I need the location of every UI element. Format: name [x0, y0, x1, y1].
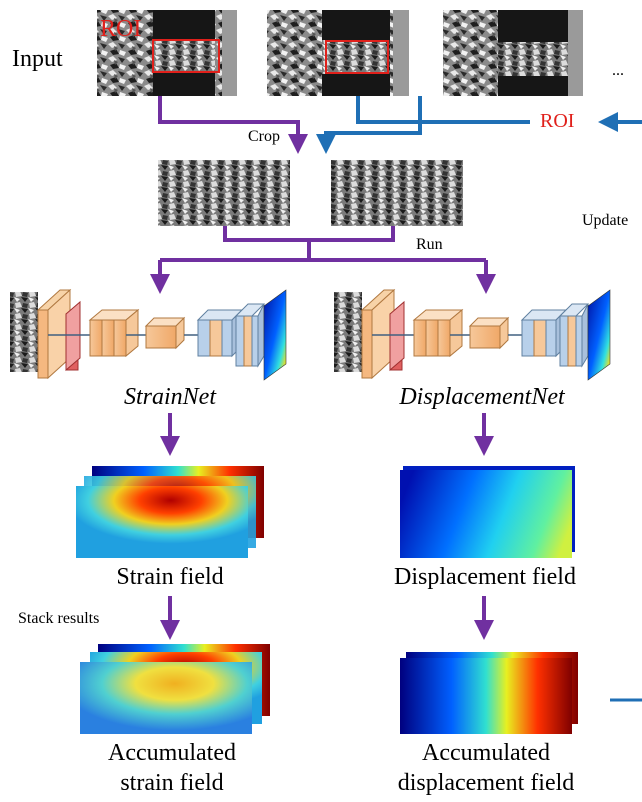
displacement-field-image: [400, 466, 575, 558]
accumulated-displacement-label-line1: Accumulated: [422, 740, 550, 766]
accumulated-strain-label-line1: Accumulated: [108, 740, 236, 766]
roi-feedback-label: ROI: [540, 110, 575, 132]
update-label: Update: [582, 212, 629, 229]
crop-label: Crop: [248, 128, 280, 145]
displacementnet-architecture: [334, 288, 611, 381]
run-connector: [150, 226, 496, 294]
input-frame-3: [443, 10, 583, 96]
accumulated-displacement-field-image: [400, 652, 578, 734]
roi-box: [325, 40, 389, 74]
input-label: Input: [12, 46, 63, 72]
roi-box: [152, 39, 220, 73]
strainnet-architecture: [10, 288, 287, 381]
cropped-patch-1: [158, 160, 290, 226]
strain-field-image: [76, 466, 264, 558]
stack-results-label: Stack results: [18, 610, 100, 627]
accumulated-displacement-label-line2: displacement field: [397, 770, 575, 796]
crop-connector: [158, 96, 642, 154]
cropped-patch-2: [331, 160, 463, 226]
displacementnet-label: DisplacementNet: [399, 384, 565, 410]
accumulated-strain-label-line2: strain field: [120, 770, 224, 796]
displacement-field-label: Displacement field: [394, 564, 576, 590]
roi-tag: ROI: [100, 16, 142, 42]
accumulated-strain-field-image: [80, 644, 270, 734]
strainnet-label: StrainNet: [123, 384, 217, 410]
input-frame-1: [97, 10, 237, 96]
input-frame-2: [267, 10, 409, 96]
run-label: Run: [416, 236, 443, 253]
strain-field-label: Strain field: [116, 564, 224, 590]
ellipsis: ...: [612, 62, 624, 79]
